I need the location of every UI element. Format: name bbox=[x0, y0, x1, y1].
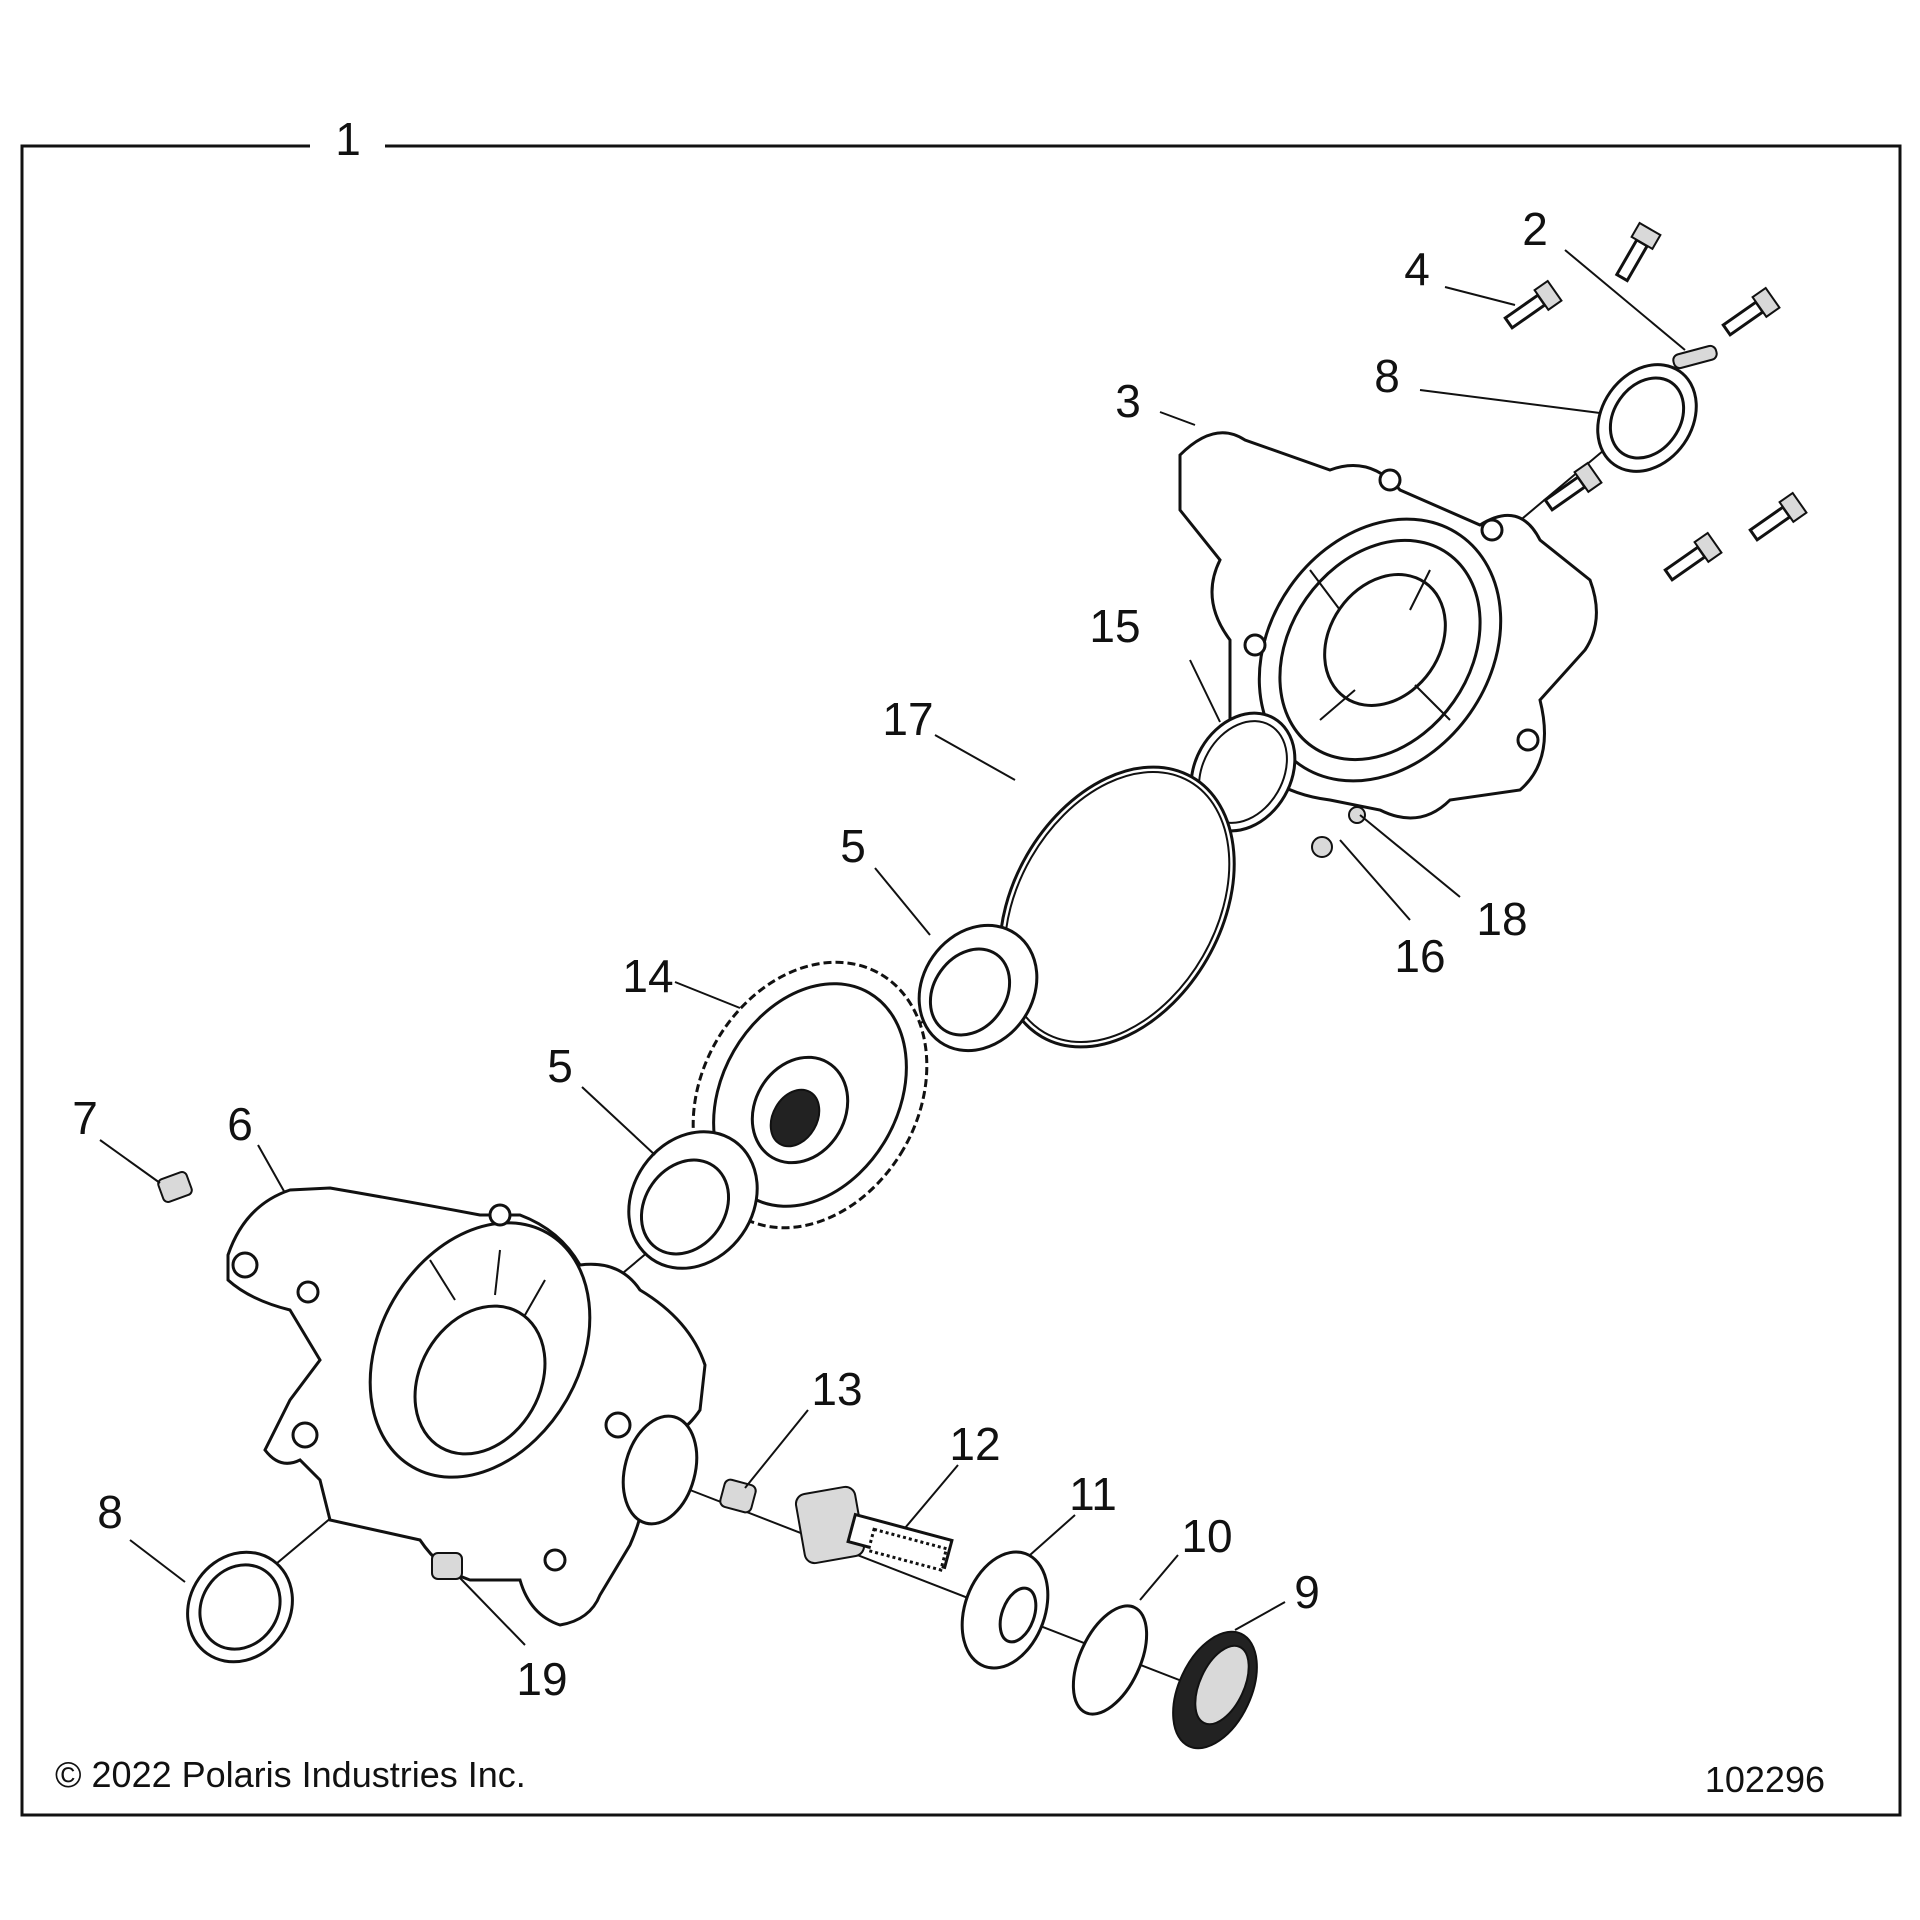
callout-8-upper: 8 bbox=[1374, 350, 1400, 402]
callout-6: 6 bbox=[227, 1098, 253, 1150]
callout-2: 2 bbox=[1522, 203, 1548, 255]
bolt bbox=[1663, 531, 1723, 582]
plug-19 bbox=[431, 1552, 463, 1580]
bolt bbox=[1721, 286, 1781, 337]
callout-5-upper: 5 bbox=[840, 820, 866, 872]
snap-ring bbox=[1071, 1604, 1149, 1716]
callout-18: 18 bbox=[1476, 893, 1527, 945]
callout-12: 12 bbox=[949, 1418, 1000, 1470]
o-ring-large bbox=[998, 765, 1236, 1049]
bearing-upper bbox=[917, 923, 1039, 1053]
callout-11: 11 bbox=[1069, 1468, 1117, 1520]
assembly-frame: 1 bbox=[20, 113, 1902, 1817]
main-housing bbox=[226, 1186, 707, 1627]
callout-3: 3 bbox=[1115, 375, 1141, 427]
leader-lines bbox=[99, 249, 1686, 1646]
callout-16: 16 bbox=[1394, 930, 1445, 982]
seal-9 bbox=[1172, 1630, 1258, 1750]
callout-10: 10 bbox=[1181, 1510, 1232, 1562]
seal-lower bbox=[186, 1550, 294, 1664]
callouts: 2 3 4 5 5 6 7 8 8 9 10 11 12 13 14 15 16… bbox=[72, 203, 1548, 1705]
housing-cover bbox=[1178, 431, 1598, 820]
callout-8-lower: 8 bbox=[97, 1486, 123, 1538]
bearing-11 bbox=[960, 1550, 1050, 1670]
callout-9: 9 bbox=[1294, 1566, 1320, 1618]
callout-17: 17 bbox=[882, 693, 933, 745]
callout-19: 19 bbox=[516, 1653, 567, 1705]
bolt bbox=[1503, 279, 1563, 330]
callout-4: 4 bbox=[1404, 243, 1430, 295]
callout-15: 15 bbox=[1089, 600, 1140, 652]
callout-14: 14 bbox=[622, 950, 673, 1002]
copyright-text: © 2022 Polaris Industries Inc. bbox=[55, 1754, 526, 1795]
callout-7: 7 bbox=[72, 1092, 98, 1144]
plug-18 bbox=[1348, 806, 1366, 824]
bolts bbox=[1503, 221, 1808, 582]
plug-7 bbox=[157, 1171, 193, 1203]
bolt bbox=[1543, 461, 1603, 512]
bolt bbox=[1748, 491, 1808, 542]
seal-top bbox=[1596, 363, 1698, 473]
callout-assembly: 1 bbox=[335, 113, 361, 165]
pinion-shaft bbox=[794, 1485, 954, 1572]
plug-16 bbox=[1311, 836, 1333, 858]
bearing-lower bbox=[627, 1130, 759, 1270]
callout-13: 13 bbox=[811, 1363, 862, 1415]
spacer-13 bbox=[719, 1478, 757, 1514]
bolt bbox=[1614, 221, 1662, 283]
callout-5-lower: 5 bbox=[547, 1040, 573, 1092]
dowel-pin bbox=[1672, 344, 1718, 370]
figure-number: 102296 bbox=[1705, 1759, 1825, 1800]
